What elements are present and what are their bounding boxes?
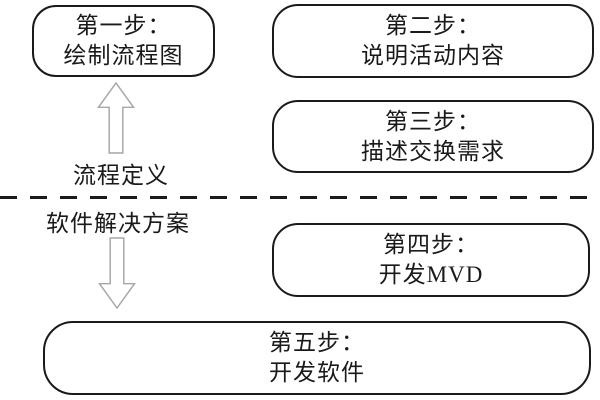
software-solution-label: 软件解决方案 (46, 211, 190, 236)
step3-title: 第三步： (385, 108, 481, 134)
step2-title: 第二步： (385, 13, 481, 38)
step1-box: 第一步： 绘制流程图 (32, 5, 215, 77)
step5-box: 第五步： 开发软件 (43, 321, 591, 395)
up-block-arrow-icon (97, 82, 135, 154)
step4-desc: 开发MVD (378, 262, 484, 287)
step2-box: 第二步： 说明活动内容 (272, 4, 594, 78)
step5-title: 第五步： (269, 330, 365, 355)
step3-desc: 描述交换需求 (361, 138, 505, 164)
step4-title: 第四步： (383, 232, 479, 257)
step3-box: 第三步： 描述交换需求 (272, 100, 594, 173)
step2-desc: 说明活动内容 (361, 43, 505, 68)
step5-desc: 开发软件 (269, 360, 365, 385)
step1-desc: 绘制流程图 (63, 43, 184, 68)
process-definition-label: 流程定义 (73, 163, 169, 188)
down-block-arrow-icon (98, 237, 136, 309)
dashed-divider (0, 196, 600, 199)
step1-title: 第一步： (75, 13, 172, 38)
step4-box: 第四步： 开发MVD (272, 223, 590, 297)
